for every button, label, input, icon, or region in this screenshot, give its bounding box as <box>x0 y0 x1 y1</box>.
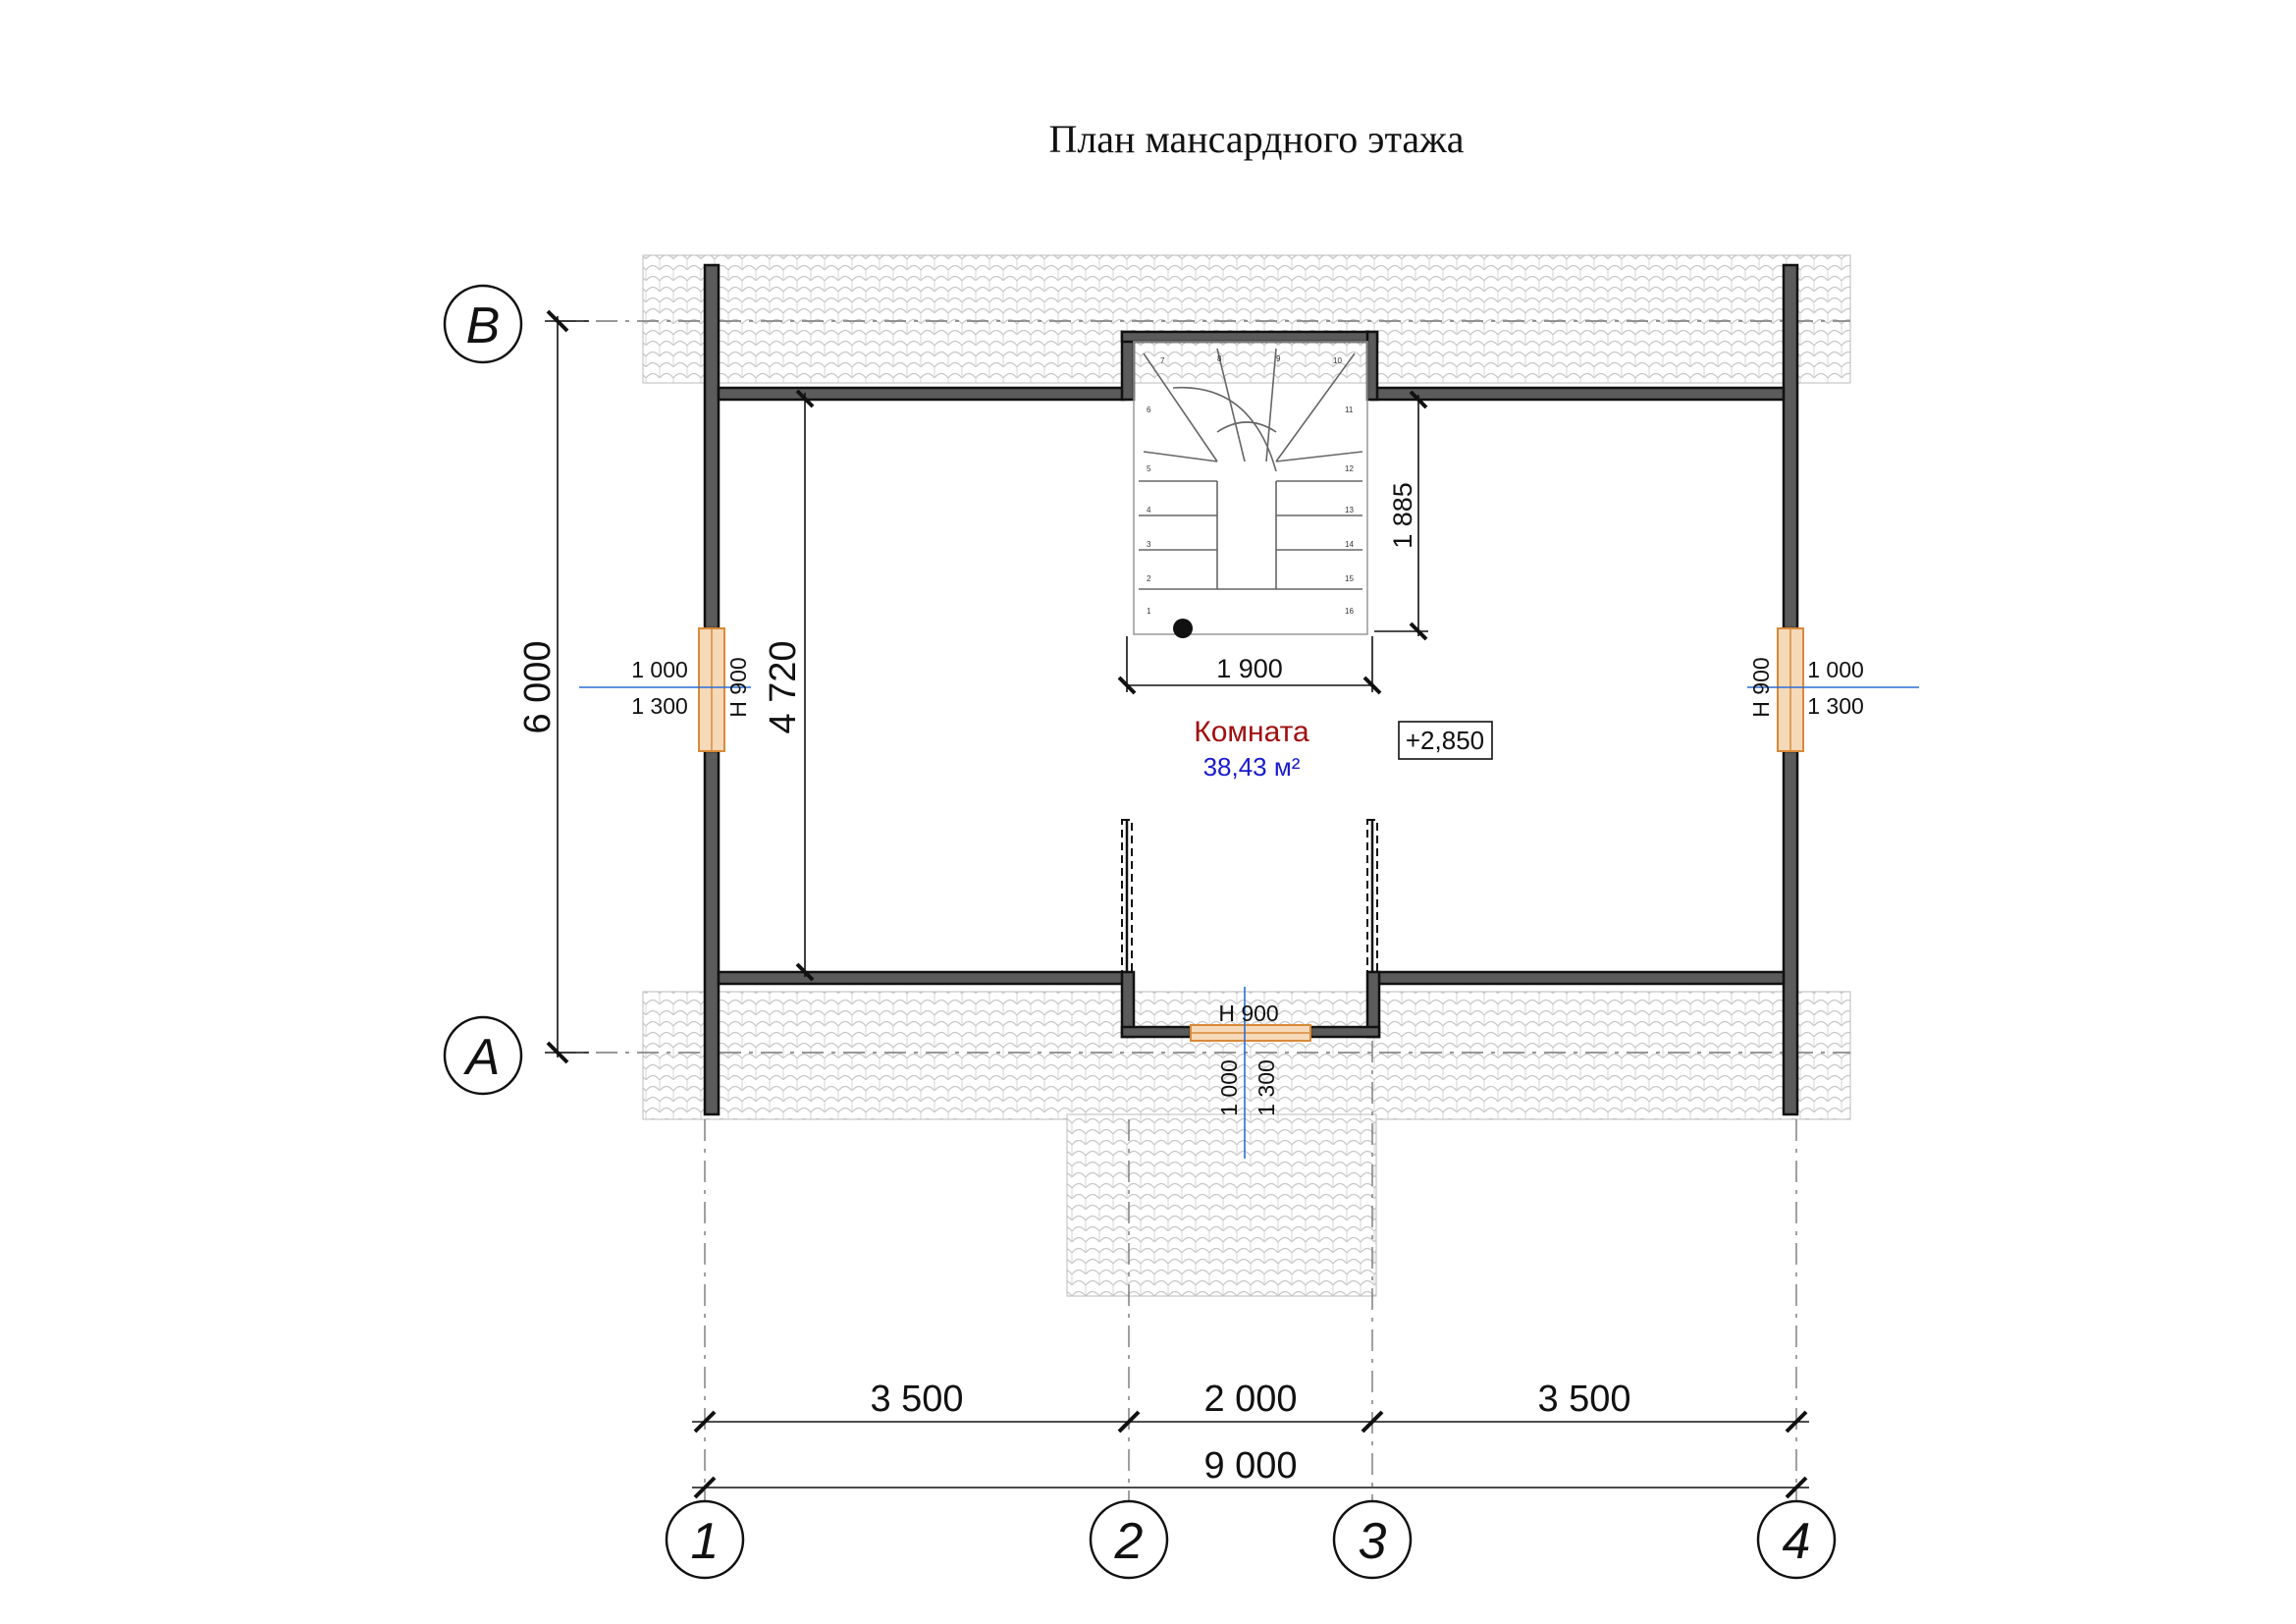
svg-text:2: 2 <box>1114 1513 1144 1570</box>
svg-text:12: 12 <box>1345 464 1354 473</box>
stair-step-numbers: 1 2 3 4 5 6 7 8 9 10 11 12 13 14 15 16 <box>1147 354 1354 616</box>
axis-marker-3: 3 <box>1332 1499 1413 1580</box>
svg-text:3: 3 <box>1147 540 1151 549</box>
dim-total-depth <box>545 309 589 1064</box>
dim-stair-width <box>1117 636 1382 695</box>
svg-text:10: 10 <box>1333 356 1342 365</box>
svg-text:9: 9 <box>1276 354 1281 363</box>
window-bottom <box>1190 987 1311 1159</box>
svg-text:1: 1 <box>691 1513 720 1570</box>
svg-text:4: 4 <box>1147 506 1151 514</box>
svg-text:13: 13 <box>1345 506 1354 514</box>
dim-stair-width-label: 1 900 <box>1216 654 1283 683</box>
window-right-height: Н 900 <box>1748 657 1774 717</box>
svg-text:15: 15 <box>1345 574 1354 583</box>
room-name: Комната <box>1194 716 1309 748</box>
window-right-sill: 1 300 <box>1807 693 1864 719</box>
window-left <box>579 627 751 752</box>
axis-lines <box>555 320 1850 1502</box>
plan-title: План мансардного этажа <box>1048 117 1464 161</box>
dim-total-width-label: 9 000 <box>1203 1445 1297 1487</box>
svg-text:1: 1 <box>1147 607 1151 616</box>
dim-stair-depth-label: 1 885 <box>1388 482 1417 549</box>
svg-text:5: 5 <box>1147 464 1151 473</box>
axis-marker-4: 4 <box>1756 1499 1837 1580</box>
dim-stair-depth <box>1374 390 1428 641</box>
window-bottom-height: Н 900 <box>1218 1001 1278 1026</box>
window-left-width: 1 000 <box>631 657 688 682</box>
svg-text:8: 8 <box>1217 354 1222 363</box>
svg-text:2: 2 <box>1147 574 1151 583</box>
room-area: 38,43 м² <box>1203 752 1301 782</box>
svg-text:11: 11 <box>1345 406 1354 414</box>
spiral-stair <box>1133 341 1368 638</box>
window-bottom-width: 1 000 <box>1216 1059 1242 1116</box>
dim-bays <box>692 1410 1809 1434</box>
walls <box>703 263 1799 1116</box>
dim-bay-3: 3 500 <box>1537 1379 1630 1420</box>
svg-text:А: А <box>463 1029 501 1086</box>
level-mark: +2,850 <box>1406 726 1484 755</box>
axis-marker-a: А <box>443 1015 523 1096</box>
axis-marker-2: 2 <box>1089 1499 1169 1580</box>
roof-tiles <box>642 254 1851 1297</box>
axis-marker-v: В <box>443 284 523 364</box>
window-left-sill: 1 300 <box>631 693 688 719</box>
dim-total-depth-label: 6 000 <box>517 640 559 733</box>
svg-text:4: 4 <box>1783 1513 1811 1570</box>
dim-bay-2: 2 000 <box>1203 1379 1297 1420</box>
dim-inner-depth <box>795 389 815 982</box>
level-box <box>1398 721 1493 760</box>
window-bottom-sill: 1 300 <box>1254 1059 1279 1116</box>
window-right-width: 1 000 <box>1807 657 1864 682</box>
axis-marker-1: 1 <box>665 1499 745 1580</box>
svg-text:14: 14 <box>1345 540 1354 549</box>
svg-text:В: В <box>466 298 501 354</box>
svg-text:3: 3 <box>1359 1513 1387 1570</box>
svg-text:7: 7 <box>1160 356 1165 365</box>
window-right <box>1747 627 1919 752</box>
svg-text:6: 6 <box>1147 406 1151 414</box>
dim-inner-depth-label: 4 720 <box>763 640 804 733</box>
dim-total-width <box>692 1476 1809 1499</box>
window-left-height: Н 900 <box>725 657 751 717</box>
dim-bay-1: 3 500 <box>870 1379 963 1420</box>
svg-text:16: 16 <box>1345 607 1354 616</box>
